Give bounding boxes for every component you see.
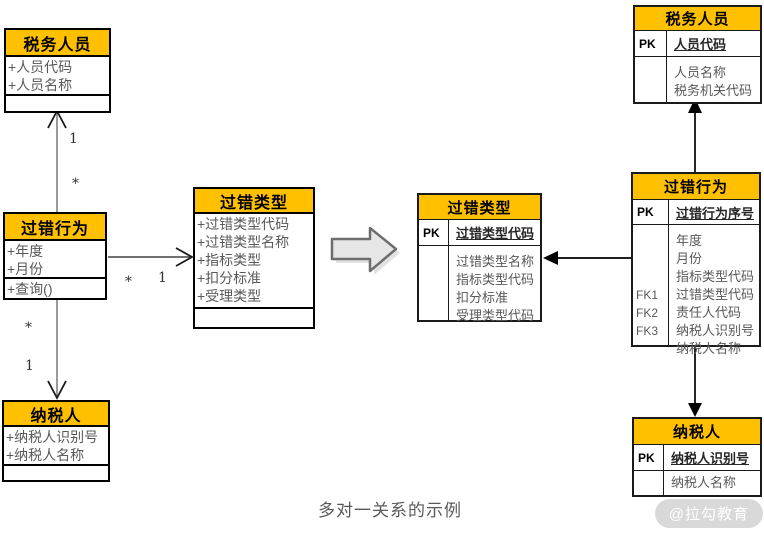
fk-label: [636, 340, 668, 358]
fk-label: [638, 64, 666, 82]
diagram-caption: 多对一关系的示例: [318, 501, 462, 520]
fk-label: [636, 250, 668, 268]
er-field-column: 年度 月份 指标类型代码 过错类型代码 责任人代码 纳税人识别号 纳税人名称: [669, 225, 755, 356]
er-key-column: [635, 57, 667, 102]
uml-attribute: +指标类型: [197, 252, 262, 268]
er-field: 税务机关代码: [674, 83, 753, 98]
relation-behavior-officer-arrow: [688, 98, 702, 172]
uml-attribute: +受理类型: [197, 288, 262, 304]
multiplicity-label: 1: [25, 358, 34, 374]
er-field-column: 纳税人名称: [664, 471, 736, 495]
pk-field: 过错行为序号: [676, 205, 755, 221]
er-field: 年度: [676, 233, 703, 248]
fk-label: [636, 268, 668, 286]
uml-attribute: +人员名称: [8, 77, 73, 93]
multiplicity-label: 1: [69, 131, 78, 147]
fk-label: [422, 253, 448, 271]
relation-behavior-faulttype-arrow: [543, 251, 631, 265]
uml-attributes-section: +人员代码 +人员名称: [6, 57, 109, 96]
er-field: 指标类型代码: [456, 272, 535, 287]
fk-label: [636, 232, 668, 250]
pk-field: 纳税人识别号: [671, 451, 750, 466]
transform-block-arrow: [330, 226, 400, 275]
pk-label: PK: [635, 31, 667, 56]
uml-attribute: +人员代码: [8, 59, 73, 75]
er-field: 纳税人名称: [676, 341, 742, 356]
er-field: 人员名称: [674, 65, 727, 80]
er-table-title: 过错类型: [419, 195, 540, 220]
pk-label: PK: [634, 445, 664, 470]
pk-label: PK: [419, 220, 449, 245]
uml-class-title: 过错类型: [195, 189, 313, 214]
pk-field: 人员代码: [674, 37, 727, 52]
er-field: 责任人代码: [676, 305, 742, 320]
fk-label: [638, 82, 666, 100]
uml-operations-section: +查询(): [5, 279, 105, 298]
association-behavior-taxpayer-arrow: [47, 298, 67, 400]
er-field: 月份: [676, 251, 703, 266]
pk-label: PK: [633, 200, 669, 224]
fk-label: FK1: [636, 288, 659, 302]
uml-attribute: +纳税人名称: [6, 447, 85, 463]
uml-attribute: +纳税人识别号: [6, 429, 99, 445]
er-table-title: 纳税人: [634, 419, 760, 445]
pk-field: 过错类型代码: [456, 226, 535, 241]
watermark-badge: @拉勾教育: [654, 499, 763, 528]
uml-class-title: 纳税人: [4, 402, 108, 427]
er-field: 扣分标准: [456, 290, 509, 305]
er-table-title: 税务人员: [635, 7, 760, 31]
uml-attribute: +过错类型代码: [197, 216, 290, 232]
er-table-fault-type: 过错类型 PK 过错类型代码 过错类型名称 指标类型代码 扣分标准 受理类型代码: [417, 193, 542, 323]
er-field: 受理类型代码: [456, 308, 535, 323]
uml-attributes-section: +年度 +月份: [5, 241, 105, 279]
er-table-taxpayer: 纳税人 PK 纳税人识别号 纳税人名称: [632, 417, 762, 497]
fk-label: FK3: [636, 324, 659, 338]
multiplicity-label: *: [125, 274, 132, 290]
uml-attribute: +月份: [7, 261, 44, 277]
uml-operations-section-empty: [6, 96, 109, 111]
uml-class-tax-officer: 税务人员 +人员代码 +人员名称: [4, 28, 111, 113]
er-table-title: 过错行为: [633, 174, 759, 200]
uml-class-fault-behavior: 过错行为 +年度 +月份 +查询(): [3, 212, 107, 300]
uml-class-title: 过错行为: [5, 214, 105, 241]
association-behavior-faulttype-arrow: [108, 247, 194, 267]
er-table-tax-officer: 税务人员 PK 人员代码 人员名称 税务机关代码: [633, 5, 762, 104]
er-key-column: FK1 FK2 FK3: [633, 225, 669, 345]
uml-operation: +查询(): [7, 281, 53, 297]
uml-attributes-section: +纳税人识别号 +纳税人名称: [4, 427, 108, 466]
er-key-column: [419, 246, 449, 320]
uml-class-fault-type: 过错类型 +过错类型代码 +过错类型名称 +指标类型 +扣分标准 +受理类型: [193, 187, 315, 329]
er-field: 指标类型代码: [676, 269, 755, 284]
fk-label: FK2: [636, 306, 659, 320]
uml-attribute: +年度: [7, 243, 44, 259]
association-behavior-officer-arrow: [47, 109, 67, 212]
uml-class-title: 税务人员: [6, 30, 109, 57]
multiplicity-label: *: [25, 320, 32, 336]
uml-operations-section-empty: [4, 466, 108, 480]
uml-attributes-section: +过错类型代码 +过错类型名称 +指标类型 +扣分标准 +受理类型: [195, 214, 313, 309]
uml-attribute: +扣分标准: [197, 270, 262, 286]
multiplicity-label: *: [72, 176, 79, 192]
er-field-column: 过错类型名称 指标类型代码 扣分标准 受理类型代码: [449, 246, 535, 323]
multiplicity-label: 1: [158, 270, 167, 286]
er-field: 纳税人识别号: [676, 323, 755, 338]
uml-attribute: +过错类型名称: [197, 234, 290, 250]
relation-behavior-taxpayer-arrow: [688, 345, 702, 417]
er-field: 过错类型代码: [676, 287, 755, 302]
er-field-column: 人员名称 税务机关代码: [667, 57, 752, 102]
er-field: 过错类型名称: [456, 254, 535, 269]
fk-label: [422, 271, 448, 289]
uml-class-taxpayer: 纳税人 +纳税人识别号 +纳税人名称: [2, 400, 110, 482]
fk-label: [637, 474, 663, 492]
uml-operations-section-empty: [195, 309, 313, 327]
fk-label: [422, 307, 448, 325]
fk-label: [422, 289, 448, 307]
er-field: 纳税人名称: [671, 475, 737, 490]
er-key-column: [634, 471, 664, 495]
er-table-fault-behavior: 过错行为 PK 过错行为序号 FK1 FK2 FK3 年度 月份 指标类型代码 …: [631, 172, 761, 356]
